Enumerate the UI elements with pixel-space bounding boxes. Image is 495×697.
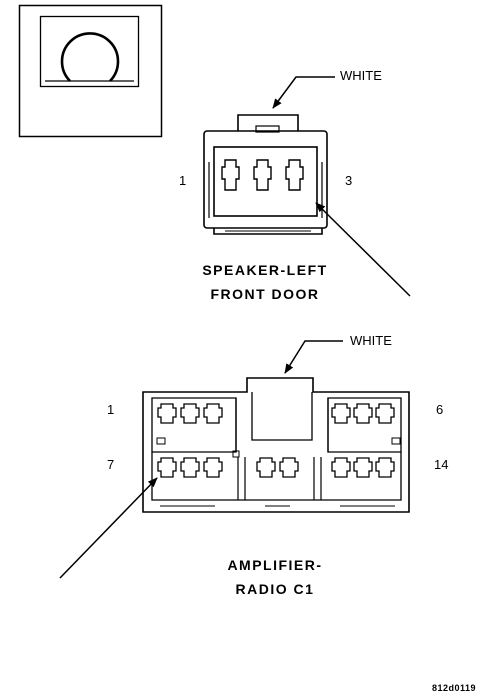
amplifier-connector-title-line-2: RADIO C1 — [235, 581, 315, 597]
speaker-pin-3-label: 3 — [345, 173, 353, 188]
amplifier-pin-1-label: 1 — [107, 402, 115, 417]
amplifier-pin-14-label: 14 — [434, 457, 449, 472]
white-wire-leader-amplifier — [284, 340, 343, 374]
pin-3-pointer — [315, 202, 411, 297]
amplifier-pin-6-label: 6 — [436, 402, 444, 417]
speaker-connector-title-line-2: FRONT DOOR — [210, 286, 320, 302]
connector-view-icon — [18, 4, 163, 138]
speaker-wire-color-label: WHITE — [340, 68, 382, 83]
amplifier-radio-c1-connector — [142, 377, 410, 513]
speaker-left-front-door-connector — [203, 114, 328, 235]
amplifier-pin-7-label: 7 — [107, 457, 115, 472]
white-wire-leader-speaker — [272, 76, 335, 109]
amplifier-connector-title-line-1: AMPLIFIER- — [227, 557, 323, 573]
speaker-connector-title-line-1: SPEAKER-LEFT — [202, 262, 328, 278]
amplifier-wire-color-label: WHITE — [350, 333, 392, 348]
leader-lines — [59, 76, 411, 579]
speaker-pin-1-label: 1 — [179, 173, 187, 188]
pin-7-pointer — [59, 477, 158, 579]
figure-id: 812d0119 — [432, 683, 477, 693]
